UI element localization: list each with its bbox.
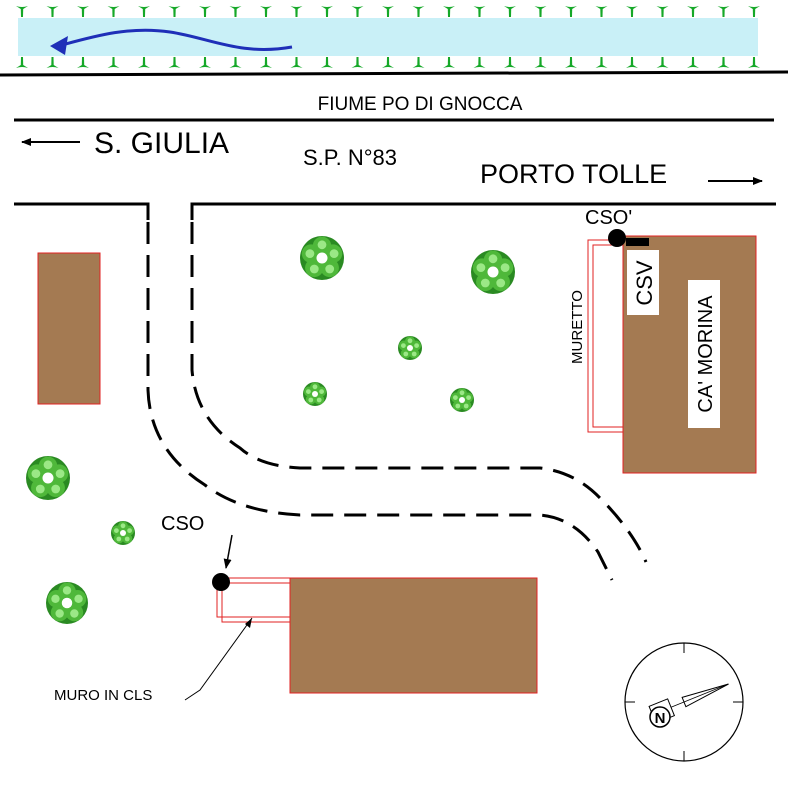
reed-icon xyxy=(504,57,516,68)
reed-icon xyxy=(504,6,516,17)
building-label: CA' MORINA xyxy=(695,295,717,413)
cso-top-label: CSO' xyxy=(585,207,632,229)
direction-east: PORTO TOLLE xyxy=(480,159,763,189)
reed-icon xyxy=(687,6,699,17)
reed-icon xyxy=(534,57,547,68)
reed-icon xyxy=(687,57,699,68)
building-south xyxy=(289,577,538,694)
tree-icon xyxy=(111,521,135,545)
reed-icon xyxy=(229,6,242,17)
reed-icon xyxy=(473,6,486,17)
cso-bottom-point xyxy=(212,573,230,591)
east-label: PORTO TOLLE xyxy=(480,159,667,189)
tree-icon xyxy=(450,388,474,412)
reed-icon xyxy=(260,57,272,68)
reed-icon xyxy=(199,6,211,17)
tree-icon xyxy=(300,236,344,280)
road-name-label: S.P. N°83 xyxy=(303,145,397,170)
reed-icon xyxy=(595,6,608,17)
reed-icon xyxy=(351,57,364,68)
compass-north-label: N xyxy=(655,710,666,727)
reed-icon xyxy=(229,57,242,68)
reed-icon xyxy=(412,6,425,17)
muretto-wall xyxy=(587,239,623,433)
tree-icon xyxy=(398,336,422,360)
reed-icon xyxy=(16,57,28,68)
reed-icon xyxy=(412,57,425,68)
reed-icon xyxy=(77,6,89,17)
cso-bottom-label: CSO xyxy=(161,513,204,535)
reeds-top xyxy=(16,6,760,17)
reed-icon xyxy=(748,6,760,17)
csv-box xyxy=(627,250,659,315)
reed-icon xyxy=(717,6,730,17)
reed-icon xyxy=(107,6,120,17)
csv-label: CSV xyxy=(632,260,657,306)
reed-icon xyxy=(46,6,59,17)
wall-leader-line xyxy=(184,617,253,701)
reed-icon xyxy=(168,57,181,68)
reed-icon xyxy=(717,57,730,68)
reed-icon xyxy=(77,57,89,68)
reed-icon xyxy=(595,57,608,68)
reed-icon xyxy=(565,6,577,17)
reed-icon xyxy=(473,57,486,68)
reed-icon xyxy=(46,57,59,68)
reed-icon xyxy=(748,57,760,68)
wall-label: MURO IN CLS xyxy=(54,687,152,704)
wall-leader-arrowhead xyxy=(245,618,252,628)
reed-icon xyxy=(534,6,547,17)
muretto-label: MURETTO xyxy=(569,290,586,364)
reed-icon xyxy=(138,6,150,17)
reed-icon xyxy=(260,6,272,17)
side-road-edge-inner xyxy=(190,222,648,563)
building-label-box xyxy=(688,280,720,428)
west-label: S. GIULIA xyxy=(94,127,229,160)
river-water xyxy=(18,18,758,56)
csv-marker xyxy=(626,238,649,246)
tree-icon xyxy=(471,250,515,294)
reed-icon xyxy=(321,57,333,68)
reed-icon xyxy=(107,57,120,68)
river-flow-arrow-icon xyxy=(50,28,293,55)
road-edge-south-east xyxy=(190,202,776,220)
road-edge-south-west xyxy=(14,202,150,220)
direction-west: S. GIULIA xyxy=(21,127,229,160)
river-label: FIUME PO DI GNOCCA xyxy=(318,94,523,115)
reed-icon xyxy=(565,57,577,68)
reed-icon xyxy=(290,6,303,17)
reed-icon xyxy=(321,6,333,17)
river-bank-line xyxy=(0,70,788,77)
reed-icon xyxy=(351,6,364,17)
building-west xyxy=(37,252,101,405)
reed-icon xyxy=(16,6,28,17)
cso-top-point xyxy=(608,229,626,247)
tree-icon xyxy=(303,382,327,406)
reed-icon xyxy=(656,57,669,68)
reed-icon xyxy=(443,6,455,17)
reeds-bottom xyxy=(16,57,760,68)
reed-icon xyxy=(656,6,669,17)
reed-icon xyxy=(138,57,150,68)
reed-icon xyxy=(199,57,211,68)
tree-icon xyxy=(26,456,70,500)
reed-icon xyxy=(626,6,638,17)
compass: N xyxy=(624,642,744,762)
reed-icon xyxy=(626,57,638,68)
side-road-edge-outer xyxy=(146,222,614,581)
reed-icon xyxy=(382,57,394,68)
tree-icon xyxy=(46,582,88,624)
reed-icon xyxy=(168,6,181,17)
reed-icon xyxy=(382,6,394,17)
reed-icon xyxy=(443,57,455,68)
cso-leader-line xyxy=(223,534,233,569)
muro-cls-wall xyxy=(216,577,290,623)
river xyxy=(0,6,788,77)
reed-icon xyxy=(290,57,303,68)
compass-center xyxy=(649,706,671,728)
